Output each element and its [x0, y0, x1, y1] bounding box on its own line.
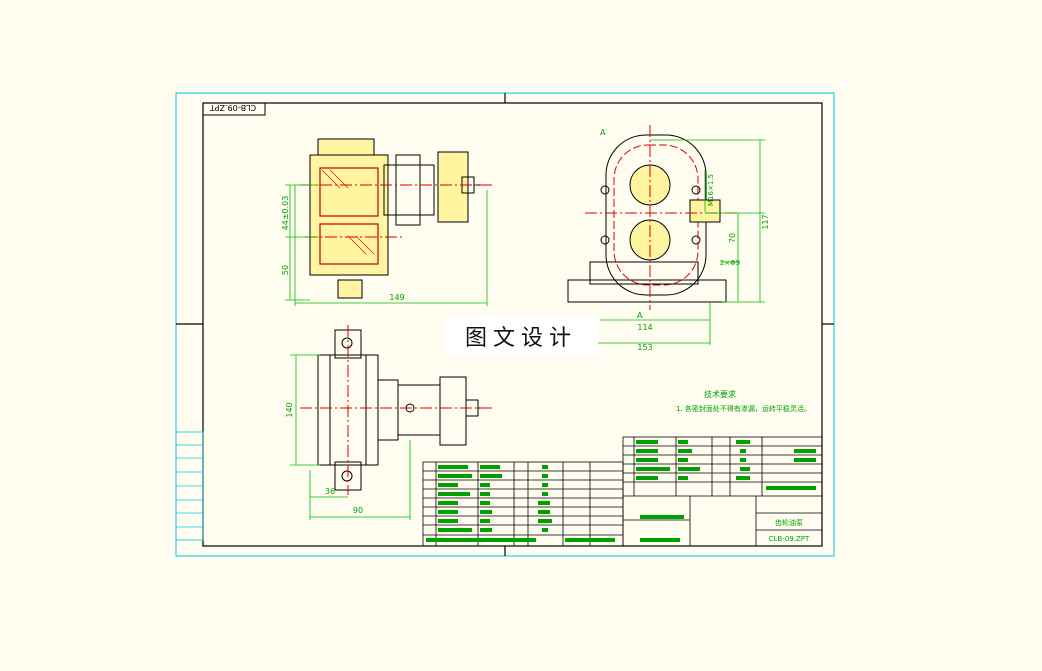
parts-list-left — [422, 461, 624, 547]
plan-view: 140 36 90 — [285, 325, 495, 520]
dim-overall-length: 149 — [389, 293, 404, 302]
code-mirrored: CLB-09.ZPT — [210, 103, 256, 112]
title-block — [622, 436, 823, 547]
dim-70: 70 — [728, 233, 737, 243]
front-section-view: 149 50 44±0.03 — [281, 138, 495, 306]
dim-plan-height: 140 — [285, 402, 294, 417]
section-label-top: A — [600, 128, 606, 137]
code-box — [202, 102, 266, 116]
dim-117: 117 — [761, 214, 770, 229]
title-name: 齿轮油泵 — [775, 518, 803, 527]
dim-thread: M16×1.5 — [707, 174, 715, 206]
dim-153: 153 — [637, 343, 652, 352]
watermark: 图文设计 — [444, 316, 598, 356]
dim-plan-36: 36 — [325, 487, 335, 496]
dim-plan-90: 90 — [353, 506, 363, 515]
margin-block — [175, 431, 204, 541]
tech-req-item: 1. 各密封面处不得有渗漏，运转平稳灵活。 — [676, 404, 811, 413]
dim-114: 114 — [637, 323, 652, 332]
dim-d2: 44±0.03 — [281, 196, 290, 231]
parts-list-left-text — [426, 465, 615, 542]
title-code: CLB-09.ZPT — [769, 535, 810, 543]
side-view: 117 70 M16×1.5 2×Φ9 114 153 A A — [567, 125, 770, 352]
dim-holes: 2×Φ9 — [720, 259, 740, 267]
tech-req-title: 技术要求 — [704, 389, 736, 399]
title-block-text — [636, 440, 816, 542]
section-label-bottom: A — [637, 311, 643, 320]
dim-d1: 50 — [281, 265, 290, 275]
